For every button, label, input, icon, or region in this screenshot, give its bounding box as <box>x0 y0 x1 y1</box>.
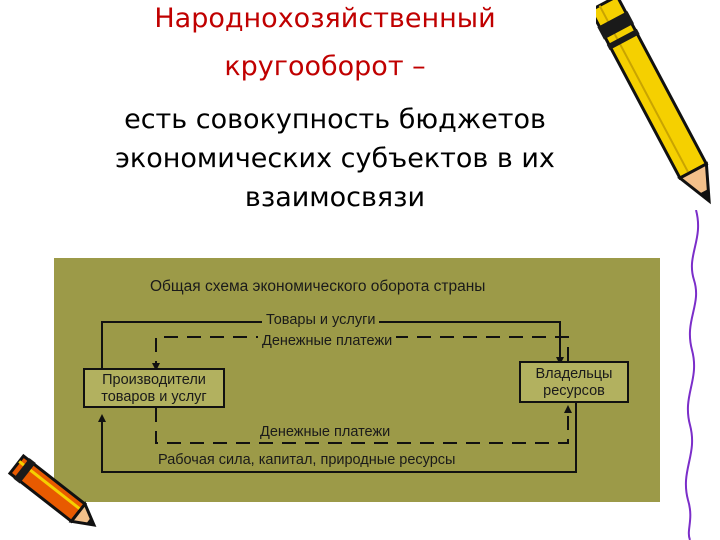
pencil-icon-bottom-left <box>7 453 97 527</box>
producers-box-line-2: товаров и услуг <box>101 389 207 405</box>
economic-circular-flow-diagram: Общая схема экономического оборота стран… <box>54 258 660 502</box>
producers-box: Производители товаров и услуг <box>83 368 225 408</box>
squiggle-decoration <box>684 210 700 540</box>
pencil-icon-top-right <box>596 0 711 205</box>
resource-owners-box: Владельцы ресурсов <box>519 361 629 403</box>
definition-line-3: взаимосвязи <box>244 182 426 213</box>
payments-bottom-dashed-line <box>155 405 572 444</box>
goods-and-services-label: Товары и услуги <box>262 312 380 328</box>
top-payments-label: Денежные платежи <box>258 333 397 349</box>
slide-title-line-1: Народнохозяйственный <box>154 3 496 34</box>
resource-owners-box-line-2: ресурсов <box>543 383 605 399</box>
resources-flow-line <box>98 403 577 473</box>
definition-line-2: экономических субъектов в их <box>115 143 555 174</box>
diagram-heading: Общая схема экономического оборота стран… <box>150 278 486 295</box>
definition-line-1: есть совокупность бюджетов <box>124 104 546 135</box>
resources-label: Рабочая сила, капитал, природные ресурсы <box>154 452 460 468</box>
slide-title-line-2: кругооборот – <box>224 51 426 82</box>
producers-box-line-1: Производители <box>102 372 206 388</box>
bottom-payments-label: Денежные платежи <box>256 424 395 440</box>
resource-owners-box-line-1: Владельцы <box>535 366 613 382</box>
